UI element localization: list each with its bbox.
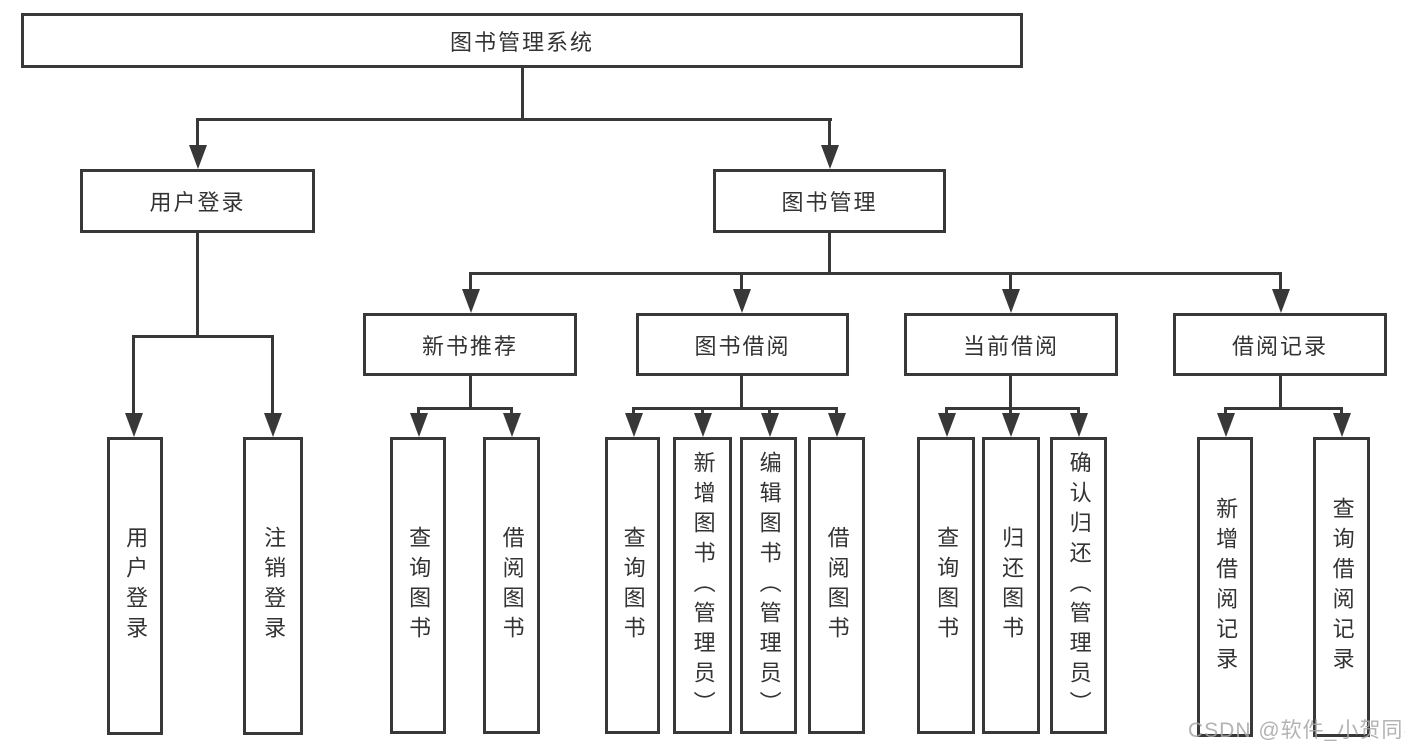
leaf-query-book-current: 查询图书 [917, 437, 975, 734]
arrowhead-book-management [821, 145, 839, 169]
connector-borrowing-records-stub [1279, 376, 1282, 410]
leaf-add-borrow-record: 新增借阅记录 [1197, 437, 1253, 737]
leaf-query-book-current-label: 查询图书 [934, 525, 960, 646]
connector-drop-new-book [469, 272, 472, 292]
arrowhead-leaf-logout [264, 413, 282, 437]
arrowhead-current-borrowing [1002, 289, 1020, 313]
connector-book-management-stub [828, 233, 831, 275]
connector-drop [701, 407, 704, 417]
arrowhead-leaf [828, 413, 846, 437]
leaf-user-login: 用户登录 [107, 437, 163, 735]
leaf-confirm-return-admin: 确认归还（管理员） [1050, 437, 1107, 734]
connector-borrowing-records-rail [1224, 407, 1343, 410]
node-current-borrowing: 当前借阅 [904, 313, 1118, 376]
leaf-edit-book-admin-label: 编辑图书（管理员） [756, 450, 782, 721]
leaf-borrow-book-label: 借阅图书 [824, 525, 850, 646]
connector-root-stub [521, 68, 524, 119]
connector-drop [1340, 407, 1343, 417]
leaf-return-book-label: 归还图书 [999, 525, 1025, 646]
connector-drop [1077, 407, 1080, 417]
connector-drop-user-login [196, 118, 199, 148]
connector-drop [768, 407, 771, 417]
leaf-borrow-book: 借阅图书 [808, 437, 865, 734]
arrowhead-book-borrowing [733, 289, 751, 313]
arrowhead-leaf-user-login [125, 413, 143, 437]
node-borrowing-records-label: 借阅记录 [1231, 333, 1328, 359]
leaf-borrow-book-recommend-label: 借阅图书 [499, 525, 525, 646]
connector-current-borrowing-rail [945, 407, 1080, 410]
arrowhead-leaf [503, 413, 521, 437]
arrowhead-leaf [694, 413, 712, 437]
arrowhead-borrowing-records [1272, 289, 1290, 313]
leaf-query-book-borrowing: 查询图书 [605, 437, 660, 734]
leaf-query-book-borrowing-label: 查询图书 [620, 525, 646, 646]
node-book-borrowing: 图书借阅 [636, 313, 849, 376]
connector-drop [1224, 407, 1227, 417]
connector-book-borrowing-rail [632, 407, 838, 410]
connector-book-borrowing-stub [740, 376, 743, 410]
leaf-confirm-return-admin-label: 确认归还（管理员） [1066, 450, 1092, 721]
arrowhead-leaf [1217, 413, 1235, 437]
node-new-book-recommend-label: 新书推荐 [421, 333, 518, 359]
leaf-user-login-label: 用户登录 [123, 526, 149, 646]
connector-user-login-rail [132, 335, 274, 338]
connector-drop [510, 407, 513, 417]
connector-drop [632, 407, 635, 417]
leaf-add-book-admin-label: 新增图书（管理员） [690, 450, 716, 721]
leaf-add-book-admin: 新增图书（管理员） [673, 437, 732, 734]
arrowhead-leaf [410, 413, 428, 437]
leaf-borrow-book-recommend: 借阅图书 [483, 437, 540, 734]
node-root-label: 图书管理系统 [449, 29, 594, 55]
leaf-return-book: 归还图书 [982, 437, 1040, 734]
leaf-add-borrow-record-label: 新增借阅记录 [1213, 497, 1239, 677]
leaf-query-book-recommend: 查询图书 [390, 437, 446, 734]
connector-drop-book-borrowing [740, 272, 743, 292]
connector-current-borrowing-stub [1009, 376, 1012, 410]
arrowhead-leaf [625, 413, 643, 437]
connector-drop [945, 407, 948, 417]
arrowhead-leaf [1002, 413, 1020, 437]
leaf-logout: 注销登录 [243, 437, 303, 735]
node-new-book-recommend: 新书推荐 [363, 313, 577, 376]
connector-new-book-stub [469, 376, 472, 410]
leaf-edit-book-admin: 编辑图书（管理员） [740, 437, 797, 734]
node-book-management: 图书管理 [713, 169, 946, 233]
leaf-query-borrow-record-label: 查询借阅记录 [1329, 497, 1355, 677]
connector-drop-book-management [828, 118, 831, 148]
node-current-borrowing-label: 当前借阅 [962, 333, 1059, 359]
arrowhead-new-book [462, 289, 480, 313]
connector-drop-borrowing-records [1279, 272, 1282, 292]
connector-drop [417, 407, 420, 417]
node-borrowing-records: 借阅记录 [1173, 313, 1387, 376]
node-user-login-label: 用户登录 [149, 190, 246, 215]
arrowhead-user-login [189, 145, 207, 169]
connector-l2-rail [196, 118, 832, 121]
leaf-query-book-recommend-label: 查询图书 [406, 525, 432, 646]
connector-user-login-stub [196, 233, 199, 338]
node-user-login: 用户登录 [80, 169, 315, 233]
watermark: CSDN @软件_小贺同学 [1188, 719, 1405, 742]
arrowhead-leaf [1070, 413, 1088, 437]
connector-drop-current-borrowing [1009, 272, 1012, 292]
connector-drop [1009, 407, 1012, 417]
connector-drop-leaf-logout [271, 335, 274, 417]
node-book-borrowing-label: 图书借阅 [694, 333, 791, 359]
connector-drop [835, 407, 838, 417]
node-root: 图书管理系统 [21, 13, 1023, 68]
leaf-query-borrow-record: 查询借阅记录 [1313, 437, 1370, 737]
leaf-logout-label: 注销登录 [261, 526, 287, 646]
connector-l3-rail [469, 272, 1282, 275]
arrowhead-leaf [1333, 413, 1351, 437]
connector-new-book-rail [417, 407, 513, 410]
node-book-management-label: 图书管理 [781, 190, 878, 215]
connector-drop-leaf-user-login [132, 335, 135, 417]
arrowhead-leaf [938, 413, 956, 437]
arrowhead-leaf [761, 413, 779, 437]
